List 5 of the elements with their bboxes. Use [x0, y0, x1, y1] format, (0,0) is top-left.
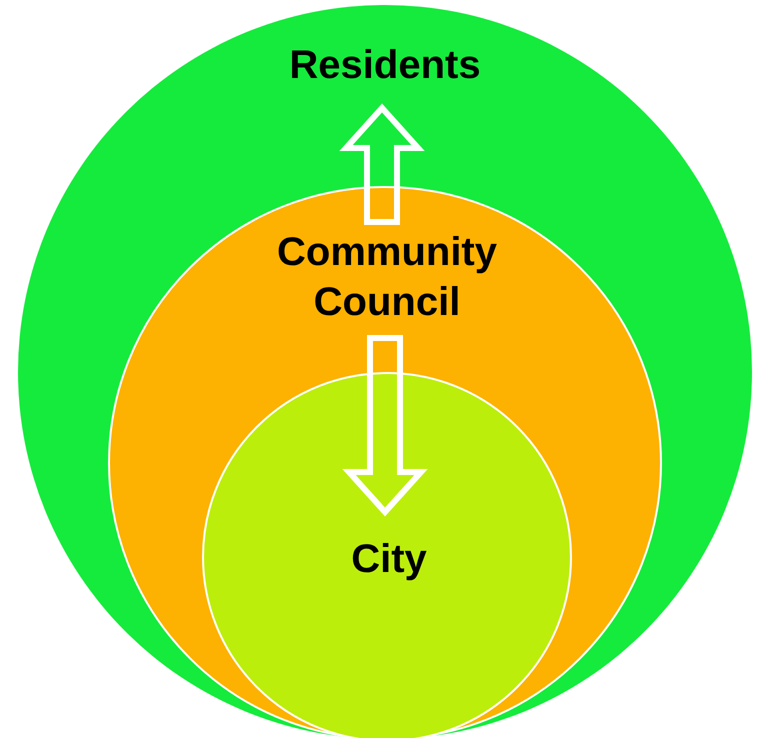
hollow-arrow	[342, 335, 428, 516]
hollow-arrow	[339, 104, 425, 225]
circle-label: Community Council	[276, 229, 498, 326]
circle-label: Residents	[288, 42, 482, 89]
circle-label: City	[350, 536, 428, 583]
